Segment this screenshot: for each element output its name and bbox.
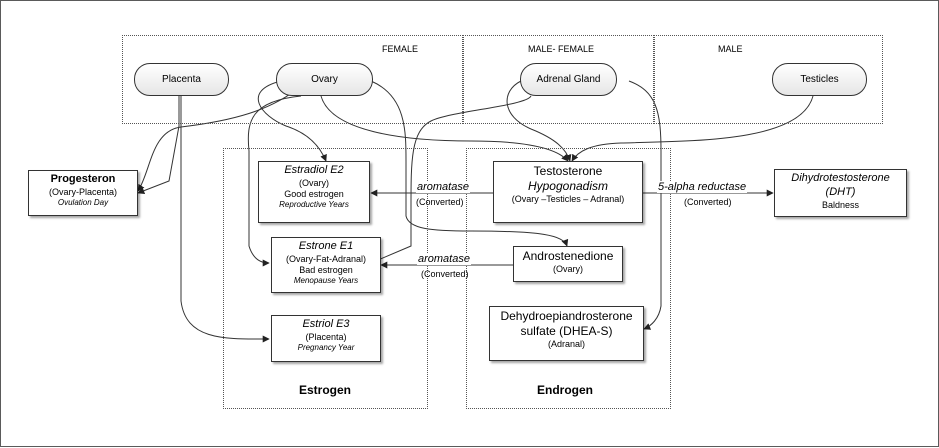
estriol-line2: Pregnancy Year (297, 343, 355, 352)
estradiol-line2: Good estrogen (284, 189, 344, 199)
source-ovary: Ovary (276, 63, 373, 96)
node-androstenedione: Androstenedione (Ovary) (513, 246, 623, 282)
label-converted-3: (Converted) (684, 197, 732, 207)
arrow-ovary-to-testosterone (320, 95, 569, 162)
arrow-adrenal-to-estrone (370, 95, 532, 264)
dht-line2: Baldness (821, 199, 860, 210)
estradiol-title: Estradiol E2 (284, 164, 344, 176)
estrone-line3: Menopause Years (293, 276, 359, 286)
arrow-ovary-to-estrone (247, 95, 302, 267)
estradiol-line3: Reproductive Years (279, 200, 349, 210)
dht-line1: (DHT) (825, 185, 856, 198)
group-male-female-label: MALE- FEMALE (528, 44, 595, 54)
node-dht: Dihydrotestosterone (DHT) Baldness (774, 169, 907, 217)
group-endrogen-label: Endrogen (537, 383, 593, 397)
arrow-ovary-to-estradiol (257, 80, 327, 162)
dhea-line1: sulfate (DHEA-S) (520, 324, 613, 338)
label-aromatase-1: aromatase (416, 181, 470, 193)
group-male-label: MALE (718, 44, 743, 54)
node-estradiol: Estradiol E2 (Ovary) Good estrogen Repro… (258, 161, 370, 223)
node-testosterone: Testosterone Hypogonadism (Ovary –Testic… (493, 161, 643, 223)
estradiol-line1: (Ovary) (299, 177, 329, 188)
dhea-title: Dehydroepiandrosterone (500, 309, 633, 323)
source-placenta: Placenta (134, 63, 229, 96)
node-dhea: Dehydroepiandrosterone sulfate (DHEA-S) … (489, 306, 644, 361)
testosterone-line1: Hypogonadism (527, 179, 609, 193)
label-reductase: 5-alpha reductase (657, 181, 748, 193)
estriol-line1: (Placenta) (305, 331, 347, 342)
estrone-title: Estrone E1 (298, 240, 354, 252)
testosterone-title: Testosterone (533, 164, 603, 178)
arrow-testicles-to-testosterone (571, 95, 814, 162)
group-male-female (463, 35, 654, 124)
progesteron-line2: Ovulation Day (57, 198, 109, 207)
progesteron-title: Progesteron (50, 173, 116, 185)
testosterone-line2: (Ovary –Testicles – Adranal) (511, 194, 625, 204)
source-adrenal-gland: Adrenal Gland (520, 63, 617, 96)
dht-title: Dihydrotestosterone (791, 172, 890, 184)
label-aromatase-2: aromatase (417, 253, 471, 265)
arrow-ovary-to-progesteron (137, 85, 302, 192)
arrow-ovary-to-androstenedione (370, 80, 569, 247)
estriol-title: Estriol E3 (302, 318, 350, 330)
group-endrogen (466, 148, 671, 409)
label-converted-2: (Converted) (421, 269, 469, 279)
label-converted-1: (Converted) (416, 197, 464, 207)
node-progesteron: Progesteron (Ovary-Placenta) Ovulation D… (28, 170, 138, 216)
estrone-line2: Bad estrogen (299, 265, 353, 275)
arrow-adrenal-to-testosterone (506, 80, 572, 162)
progesteron-line1: (Ovary-Placenta) (48, 186, 118, 197)
estrone-line1: (Ovary-Fat-Adranal) (285, 253, 366, 264)
group-estrogen-label: Estrogen (299, 383, 352, 397)
node-estriol: Estriol E3 (Placenta) Pregnancy Year (271, 315, 381, 362)
arrow-adrenal-to-dhea (628, 80, 662, 330)
androstenedione-line1: (Ovary) (553, 264, 583, 274)
arrow-placenta-to-progesteron (137, 96, 180, 194)
source-testicles: Testicles (772, 63, 867, 96)
group-estrogen (223, 148, 428, 409)
arrow-placenta-to-estriol (180, 96, 270, 343)
group-female (122, 35, 463, 124)
node-estrone: Estrone E1 (Ovary-Fat-Adranal) Bad estro… (271, 237, 381, 293)
androstenedione-title: Androstenedione (522, 249, 614, 263)
dhea-line2: (Adranal) (547, 339, 585, 349)
group-female-label: FEMALE (382, 44, 419, 54)
group-male (654, 35, 883, 124)
